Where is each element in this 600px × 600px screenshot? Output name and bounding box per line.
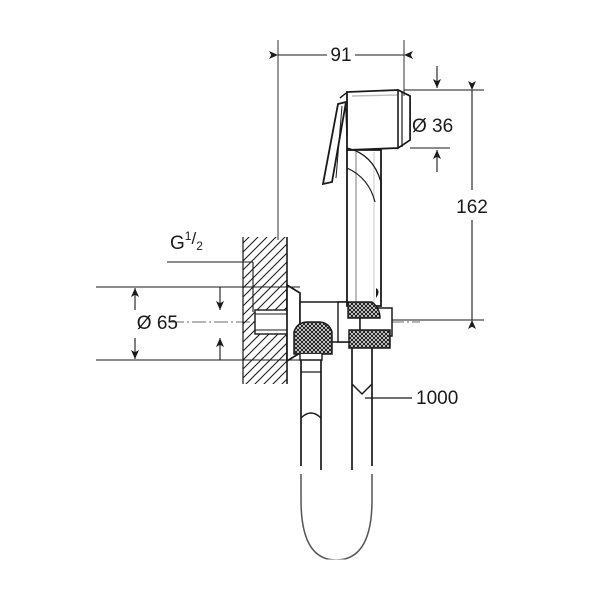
thread-prefix: G (170, 233, 185, 254)
dimension-projection-width: 91 (269, 40, 413, 240)
dimension-label-diameter-65: Ø 65 (137, 313, 178, 334)
thread-slash: / (191, 229, 196, 248)
dimension-label-162: 162 (456, 197, 488, 218)
shower-hose-left (299, 354, 323, 470)
trigger-lever (321, 91, 349, 186)
hose-bottom-loop (299, 466, 374, 563)
dimension-overall-height: 162 (392, 81, 488, 329)
dimension-hose-length: 1000 (365, 388, 458, 409)
shower-handle (346, 149, 382, 307)
svg-text:G1/2: G1/2 (170, 229, 203, 254)
thread-numerator: 1 (185, 229, 192, 243)
knurled-coupling-nut-upper (348, 329, 391, 349)
knurled-elbow-collar (347, 301, 381, 319)
knurled-coupling-nut-lower (293, 321, 333, 355)
thread-denominator: 2 (196, 239, 203, 253)
dimension-label-diameter-36: Ø 36 (412, 116, 453, 137)
dimension-label-91: 91 (330, 45, 351, 66)
dimension-flange-diameter: Ø 65 (96, 286, 300, 361)
shower-hose-right (351, 348, 373, 470)
hand-shower-head (346, 88, 411, 203)
dimension-head-diameter: Ø 36 (404, 66, 453, 172)
thread-size-callout: G1/2 (167, 229, 254, 312)
dimension-label-1000: 1000 (416, 388, 458, 409)
